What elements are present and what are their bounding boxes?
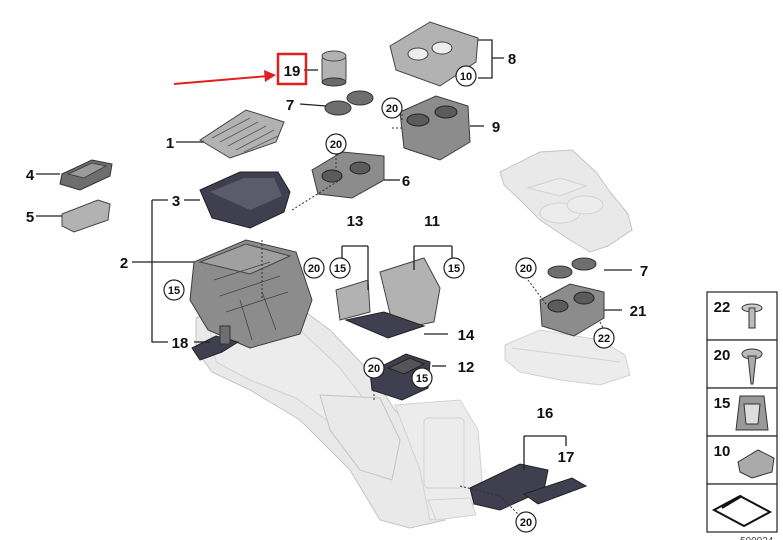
callout-7-upper: 7 — [286, 97, 294, 114]
part-7-covers-right — [547, 257, 597, 279]
part-12-holder — [369, 353, 431, 401]
spring-clip-icon — [735, 395, 769, 431]
part-7-covers — [324, 90, 374, 116]
callout-17: 17 — [558, 449, 575, 466]
circled-20-right: 20 — [520, 263, 532, 275]
circled-15-left: 15 — [168, 285, 180, 297]
callout-3: 3 — [172, 193, 180, 210]
circled-15-panel: 15 — [448, 263, 460, 275]
screw-with-washer-icon — [741, 303, 763, 329]
part-2-compartment — [189, 239, 313, 349]
callout-18: 18 — [172, 335, 189, 352]
circled-10: 10 — [460, 71, 472, 83]
circled-20-cupholder: 20 — [330, 139, 342, 151]
circled-15-bracket: 15 — [334, 263, 346, 275]
part-4-tray — [59, 159, 113, 191]
callout-9: 9 — [492, 119, 500, 136]
callout-12: 12 — [458, 359, 475, 376]
circled-20-bottom: 20 — [520, 517, 532, 529]
circled-20-mid: 20 — [308, 263, 320, 275]
legend-label-22: 22 — [714, 299, 731, 316]
part-9-assembly — [399, 95, 471, 161]
legend-label-10: 10 — [714, 443, 731, 460]
callout-6: 6 — [402, 173, 410, 190]
callout-1: 1 — [166, 135, 174, 152]
callout-5: 5 — [26, 209, 34, 226]
circled-callouts: 20 20 20 20 20 20 15 15 15 15 10 22 — [163, 65, 615, 533]
part-13-bracket — [335, 279, 371, 321]
armrest-lid-ghost — [499, 149, 633, 253]
self-tapping-screw-icon — [741, 348, 763, 385]
callout-4: 4 — [26, 167, 35, 184]
fastener-legend: 22 20 15 10 — [706, 291, 778, 533]
callout-19: 19 — [284, 63, 301, 80]
part-18-switch — [191, 325, 240, 361]
callout-11: 11 — [424, 213, 440, 230]
image-number: 500024 — [740, 536, 774, 540]
fastener-symbol-icon — [711, 494, 773, 528]
legend-label-15: 15 — [714, 395, 731, 412]
part-3-lid — [199, 171, 291, 229]
part-5-bracket — [61, 199, 111, 233]
circled-15-holder: 15 — [416, 373, 428, 385]
highlight-arrow — [173, 52, 308, 86]
center-console-ghost — [195, 299, 483, 529]
legend-label-20: 20 — [714, 347, 731, 364]
part-14-mat — [344, 311, 426, 339]
part-21-cupholder — [539, 283, 605, 337]
expanding-nut-icon — [737, 449, 775, 479]
circled-20-upper: 20 — [386, 103, 398, 115]
callout-13: 13 — [347, 213, 364, 230]
callout-16: 16 — [537, 405, 554, 422]
part-17-mat — [522, 477, 588, 505]
circled-20-holder: 20 — [368, 363, 380, 375]
callout-14: 14 — [458, 327, 475, 344]
part-8-trim — [389, 21, 479, 87]
leader-lines — [36, 39, 632, 517]
callout-21: 21 — [630, 303, 647, 320]
callout-2: 2 — [120, 255, 128, 272]
callout-8: 8 — [508, 51, 516, 68]
part-19-knob — [321, 50, 347, 87]
circled-22: 22 — [598, 333, 610, 345]
callout-7-right: 7 — [640, 263, 648, 280]
part-1-mat — [199, 109, 285, 159]
